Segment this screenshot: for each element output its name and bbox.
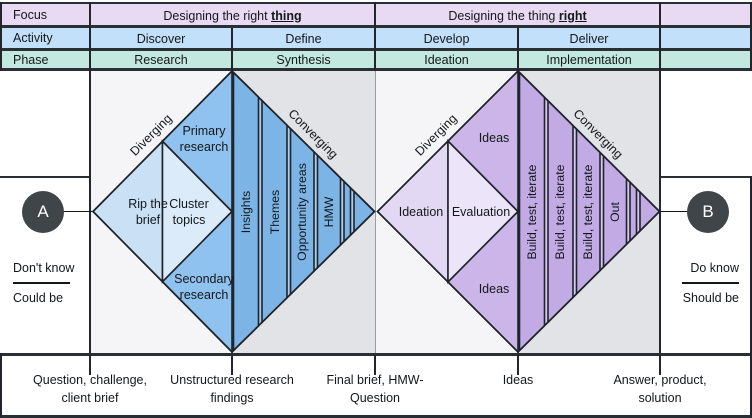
ideas-bottom-label: Ideas [478,282,510,296]
band-out-label: Out [608,201,622,222]
band-opportunity-areas-label: Opportunity areas [295,162,309,261]
endpoint-a-annotation: Don't know Could be [13,261,74,306]
ideas-top-label: Ideas [478,131,510,145]
activity-develop: Develop [423,31,470,46]
left-diamond-tip [353,189,376,234]
bottom-label-final-brief: Final brief, HMW-Question [326,373,424,405]
activity-define: Define [285,31,322,46]
footer-right-border [750,353,752,417]
band-left-narrow [343,179,352,244]
phase-synthesis: Synthesis [276,53,331,67]
focus-row-bg [0,4,752,26]
endpoint-a-letter: A [37,201,49,221]
phase-row-bg [0,51,752,69]
phase-row-label: Phase [13,53,49,67]
band-build-3-label: Build, test, iterate [581,163,595,260]
connector-a-line [63,210,93,213]
left-diamond-outline [91,69,376,354]
phase-ideation: Ideation [424,53,469,67]
could-be-text: Could be [13,290,64,305]
focus-activity-divider [0,25,752,28]
focus-right-emphasis: right [558,8,587,23]
focus-left-emphasis: thing [271,8,302,23]
right-diamond-tip [639,190,661,233]
header-left-border [0,2,2,71]
bottom-label-ideas: Ideas [502,373,534,387]
focus-right-title: Designing the thing right [448,8,587,23]
diagram-right-border [750,176,752,353]
endpoint-a-cell-divider [0,176,91,178]
do-know-text: Do know [690,261,739,275]
connector-b-line [659,210,688,213]
band-insights-label: Insights [239,190,253,233]
table-top-border [0,2,752,4]
header-col-660 [659,2,661,71]
footer-left-border [0,353,2,417]
should-be-text: Should be [682,290,739,305]
table-bottom-border [0,415,752,418]
endpoint-a-circle: A [22,190,64,233]
dont-know-text: Don't know [13,261,75,275]
header-col-518 [517,28,519,71]
endpoint-b-annotation: Do know Should be [682,261,739,306]
endpoint-a-divider [13,282,70,284]
focus-left-title: Designing the right thing [163,8,302,23]
footer-tick-518 [517,355,519,375]
focus-row-label: Focus [13,8,48,22]
footer-tick-90 [89,355,91,375]
bottom-label-answer: Answer, product,solution [613,373,707,405]
evaluation-label: Evaluation [451,204,511,219]
band-right-narrow [629,180,638,243]
activity-deliver: Deliver [569,31,609,46]
footer-tick-232 [231,355,233,375]
band-build-2-label: Build, test, iterate [553,163,567,260]
header-col-90 [89,2,91,71]
ideation-label: Ideation [398,204,444,219]
diagram-col-375 [374,71,376,353]
footer-tick-375 [374,355,376,375]
header-bottom-border [0,68,752,71]
header-col-375 [374,2,376,71]
band-themes-label: Themes [267,189,282,234]
band-hmw-label: HMW [322,196,336,227]
bottom-label-question: Question, challenge,client brief [33,373,147,405]
band-build-1-label: Build, test, iterate [525,163,539,260]
activity-row-bg [0,28,752,48]
activity-row-label: Activity [13,31,53,45]
phase-research: Research [134,53,188,67]
endpoint-b-divider [682,282,739,284]
endpoint-b-cell-divider [659,176,752,178]
endpoint-b-letter: B [702,201,714,221]
footer-tick-660 [659,355,661,375]
phase-implementation: Implementation [546,53,632,67]
header-right-border [750,2,752,71]
activity-discover: Discover [136,31,186,46]
header-col-232 [231,28,233,71]
endpoint-b-circle: B [687,190,729,233]
diagram-bottom-border [0,353,752,356]
right-diamond-outline [376,69,661,354]
activity-phase-divider [0,48,752,51]
